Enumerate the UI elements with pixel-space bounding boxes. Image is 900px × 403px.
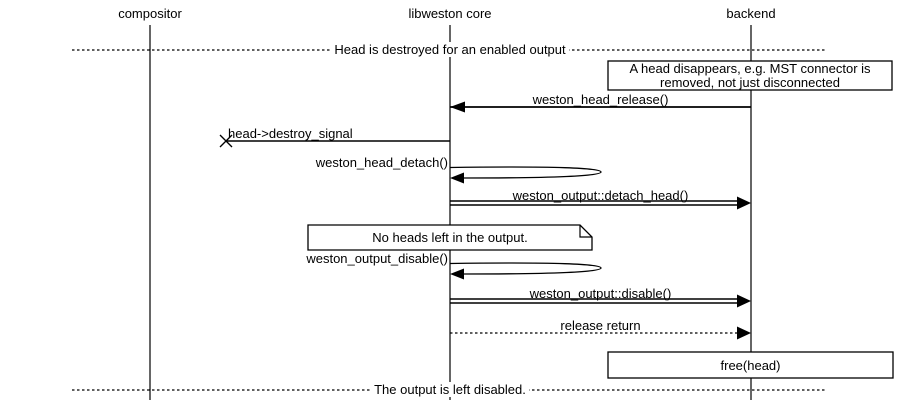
note-box-no-heads [307, 224, 593, 251]
arrowhead-right-disable-icon [737, 294, 751, 308]
message-label-release-return: release return [560, 318, 641, 333]
self-arrow-head-detach [449, 166, 602, 179]
note-head-disappears-line2: removed, not just disconnected [660, 74, 840, 90]
arrowhead-left-output-disable-icon [450, 268, 464, 280]
lost-message-x-icon [219, 134, 233, 148]
arrowhead-right-detach-head-icon [737, 196, 751, 210]
actor-label-libweston-core: libweston core [408, 6, 492, 21]
message-label-head-detach: weston_head_detach() [315, 155, 448, 170]
arrowhead-left-head-detach-icon [450, 172, 464, 184]
action-free-head-label: free(head) [720, 358, 781, 373]
message-label-output-disable-call: weston_output::disable() [529, 286, 672, 301]
self-arrow-output-disable [449, 262, 602, 275]
actor-label-compositor: compositor [118, 6, 182, 21]
message-label-detach-head: weston_output::detach_head() [512, 188, 689, 203]
note-box-head-disappears [607, 60, 893, 91]
divider-bottom: The output is left disabled. [0, 382, 900, 397]
note-head-disappears-line1: A head disappears, e.g. MST connector is [629, 60, 871, 76]
actor-label-backend: backend [726, 6, 776, 21]
divider-top: Head is destroyed for an enabled output [0, 42, 900, 57]
divider-bottom-label: The output is left disabled. [371, 382, 529, 397]
arrowhead-left-head-release-icon [450, 101, 465, 113]
message-label-output-disable: weston_output_disable() [306, 251, 448, 266]
note-fold-corner [579, 225, 592, 238]
action-box-free-head [607, 351, 894, 379]
message-label-destroy-signal: head->destroy_signal [228, 126, 353, 141]
message-label-head-release: weston_head_release() [532, 92, 669, 107]
divider-top-label: Head is destroyed for an enabled output [331, 42, 569, 57]
arrowhead-right-release-return-icon [737, 326, 751, 340]
note-no-heads-label: No heads left in the output. [372, 230, 528, 245]
